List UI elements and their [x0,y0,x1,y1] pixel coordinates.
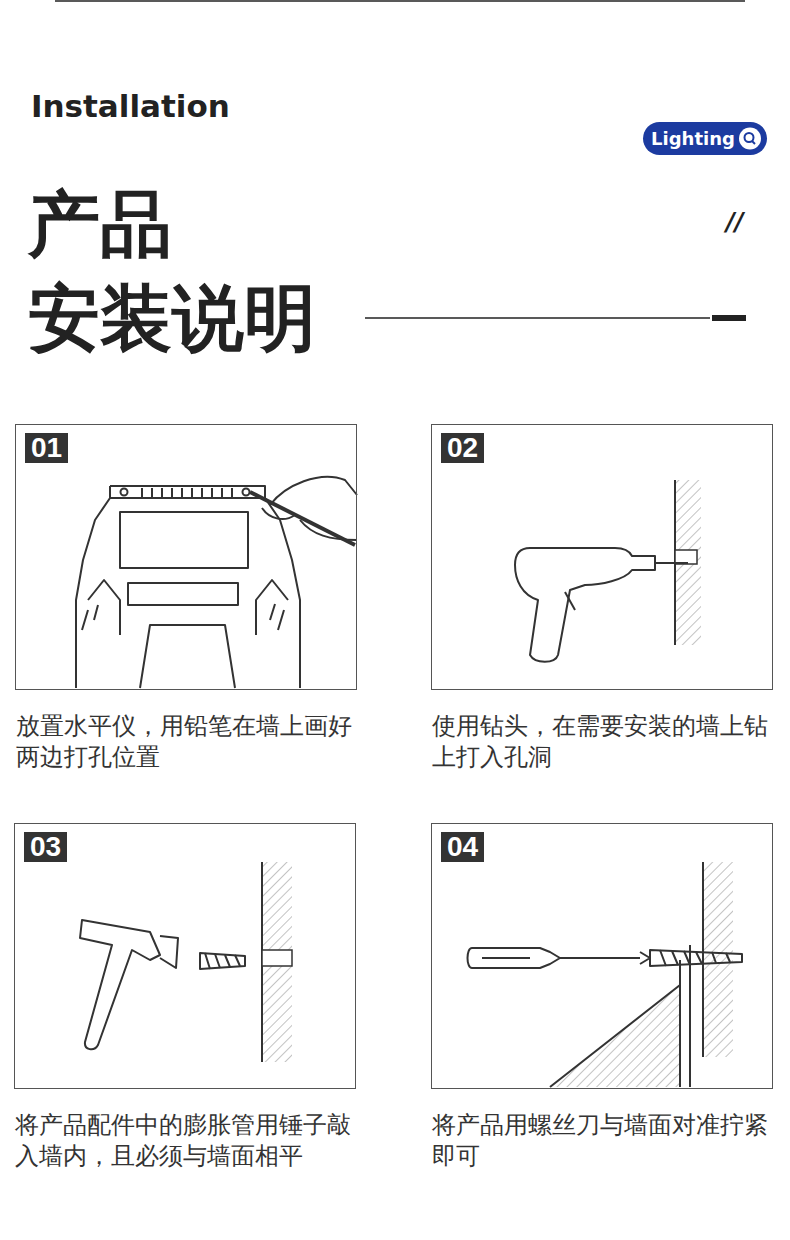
step-number: 04 [441,832,484,862]
step-number: 01 [25,433,68,463]
step-panel: 01放置水平仪，用铅笔在墙上画好两边打孔位置 [15,424,357,690]
page-heading: Installation [31,88,230,124]
step-caption: 将产品用螺丝刀与墙面对准拧紧即可 [432,1110,777,1172]
step-number: 03 [24,832,67,862]
decor-mark: // [726,208,744,236]
big-heading: 安装说明 [28,276,316,360]
step-caption: 放置水平仪，用铅笔在墙上画好两边打孔位置 [16,711,361,773]
step-panel: 04将产品用螺丝刀与墙面对准拧紧即可 [431,823,773,1089]
tag-pill: Lighting [643,122,743,155]
big-heading: 产品 [28,182,172,266]
step-panel: 03将产品配件中的膨胀管用锤子敲入墙内，且必须与墙面相平 [14,823,356,1089]
step-caption: 将产品配件中的膨胀管用锤子敲入墙内，且必须与墙面相平 [15,1110,360,1172]
step-panel: 02使用钻头，在需要安装的墙上钻上打入孔洞 [431,424,773,690]
step-number: 02 [441,433,484,463]
step-caption: 使用钻头，在需要安装的墙上钻上打入孔洞 [432,711,777,773]
